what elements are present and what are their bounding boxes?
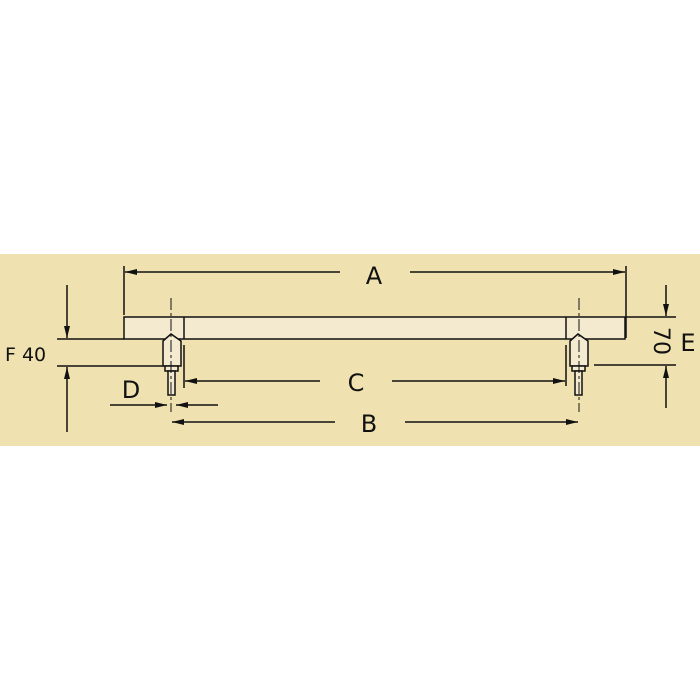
label-d: D — [122, 376, 140, 404]
label-a: A — [366, 262, 383, 290]
right-post — [569, 298, 589, 412]
background-band — [0, 254, 700, 446]
label-e: E — [680, 329, 695, 357]
dimension-f — [57, 285, 163, 432]
left-post — [162, 298, 182, 412]
label-f: F 40 — [5, 344, 46, 366]
dimension-c — [183, 345, 567, 388]
dimension-a — [123, 266, 627, 338]
dimension-e — [594, 285, 676, 408]
handle-bar — [123, 316, 626, 340]
label-height-value: 70 — [648, 327, 673, 355]
label-c: C — [348, 369, 365, 397]
label-b: B — [361, 410, 377, 438]
